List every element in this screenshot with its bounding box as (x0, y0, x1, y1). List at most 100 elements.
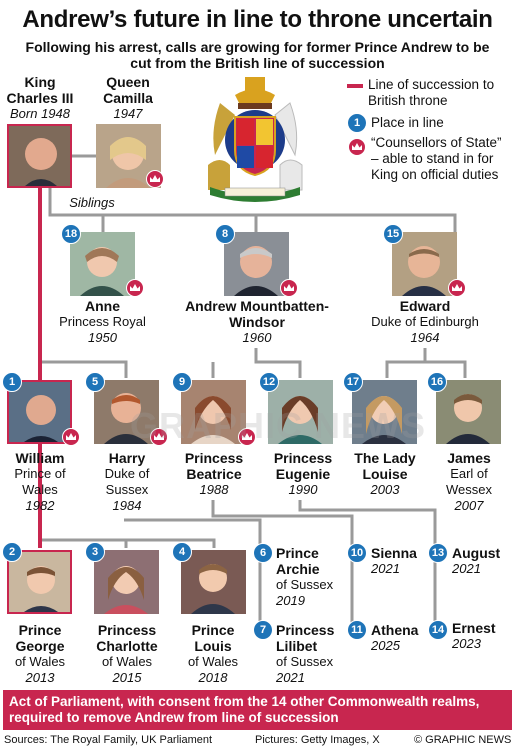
august-place-badge: 13 (428, 543, 448, 563)
charlotte-place-badge: 3 (85, 542, 105, 562)
anne-photo (70, 232, 135, 296)
legend-line: Line of succession to British throne (368, 77, 495, 108)
archie-name: Prince Archie (276, 545, 320, 577)
ernest-label: Ernest 2023 (452, 620, 512, 652)
archie-place-badge: 6 (253, 543, 273, 563)
legend-place-badge: 1 (347, 113, 367, 133)
james-photo (436, 380, 501, 444)
william-place-badge: 1 (2, 372, 22, 392)
andrew-name: Andrew Mountbatten-Windsor (185, 298, 329, 330)
eugenie-label: Princess Eugenie 1990 (262, 450, 344, 498)
royal-coat-of-arms-icon (208, 77, 303, 202)
harry-counsellor-crown-icon (150, 428, 168, 446)
beatrice-name: Princess Beatrice (184, 450, 244, 482)
louis-label: Prince Louis of Wales 2018 (172, 622, 254, 686)
louis-title: of Wales (187, 654, 239, 669)
edward-label: Edward Duke of Edinburgh 1964 (360, 298, 490, 346)
charles-children-line (40, 360, 128, 378)
eugenie-photo (268, 380, 333, 444)
charlotte-year: 2015 (112, 670, 142, 685)
william-name: William (15, 450, 65, 466)
beatrice-photo (181, 380, 246, 444)
lilibet-name: Princess Lilibet (276, 622, 335, 654)
james-place-badge: 16 (427, 372, 447, 392)
beatrice-place-badge: 9 (172, 372, 192, 392)
page-subtitle: Following his arrest, calls are growing … (25, 39, 490, 71)
anne-year: 1950 (88, 330, 117, 345)
king-born: Born 1948 (10, 106, 70, 121)
george-label: Prince George of Wales 2013 (0, 622, 80, 686)
andrew-photo (224, 232, 289, 296)
legend-crown-icon (348, 138, 366, 156)
siblings-line (48, 188, 457, 232)
james-name: James (447, 450, 491, 466)
footer-pictures: Pictures: Getty Images, X (255, 734, 380, 746)
charlotte-name: Princess Charlotte (96, 622, 158, 654)
edward-counsellor-crown-icon (448, 279, 466, 297)
august-label: August 2021 (452, 545, 512, 577)
queen-born: 1947 (113, 106, 143, 121)
archie-title: of Sussex (276, 577, 334, 592)
andrew-label: Andrew Mountbatten-Windsor 1960 (176, 298, 338, 346)
august-year: 2021 (452, 561, 481, 576)
anne-title: Princess Royal (59, 314, 146, 329)
james-title: Earl of Wessex (446, 466, 492, 497)
footer-credit: © GRAPHIC NEWS (414, 734, 512, 746)
queen-label: Queen Camilla 1947 (90, 74, 166, 122)
louis-name: Prince Louis (191, 622, 235, 654)
legend-counsellor: “Counsellors of State” – able to stand i… (371, 135, 502, 182)
athena-place-badge: 11 (347, 620, 367, 640)
edward-name: Edward (399, 298, 451, 314)
siblings-label: Siblings (69, 195, 115, 210)
page-title: Andrew’s future in line to throne uncert… (22, 6, 493, 33)
charlotte-title: of Wales (101, 654, 153, 669)
ernest-place-badge: 14 (428, 620, 448, 640)
queen-counsellor-crown-icon (146, 170, 164, 188)
beatrice-label: Princess Beatrice 1988 (172, 450, 256, 498)
louis-place-badge: 4 (172, 542, 192, 562)
george-year: 2013 (25, 670, 55, 685)
ernest-name: Ernest (452, 620, 496, 636)
footer-sources: Sources: The Royal Family, UK Parliament (4, 734, 213, 746)
king-label: King Charles III Born 1948 (0, 74, 80, 122)
andrew-counsellor-crown-icon (280, 279, 298, 297)
william-title: Prince of Wales (14, 466, 66, 497)
legend-place: Place in line (371, 115, 444, 130)
george-name: Prince George (15, 622, 65, 654)
anne-counsellor-crown-icon (126, 279, 144, 297)
charlotte-label: Princess Charlotte of Wales 2015 (84, 622, 170, 686)
sienna-year: 2021 (371, 561, 400, 576)
louis-photo (181, 550, 246, 614)
harry-place-badge: 5 (85, 372, 105, 392)
louise-year: 2003 (370, 482, 400, 497)
louise-photo (352, 380, 417, 444)
athena-year: 2025 (371, 638, 400, 653)
william-photo (7, 380, 72, 444)
edward-year: 1964 (410, 330, 440, 345)
james-year: 2007 (454, 498, 484, 513)
edward-photo (392, 232, 457, 296)
edward-title: Duke of Edinburgh (371, 314, 479, 329)
george-photo (7, 550, 72, 614)
athena-name: Athena (371, 622, 419, 638)
beatrice-counsellor-crown-icon (238, 428, 256, 446)
william-counsellor-crown-icon (62, 428, 80, 446)
andrew-year: 1960 (242, 330, 272, 345)
william-label: William Prince of Wales 1982 (0, 450, 80, 514)
james-label: James Earl of Wessex 2007 (430, 450, 508, 514)
louis-year: 2018 (198, 670, 228, 685)
edward-place-badge: 15 (383, 224, 403, 244)
lilibet-place-badge: 7 (253, 620, 273, 640)
sienna-place-badge: 10 (347, 543, 367, 563)
william-year: 1982 (25, 498, 55, 513)
king-name: King Charles III (6, 74, 74, 106)
anne-place-badge: 18 (61, 224, 81, 244)
anne-name: Anne (85, 298, 120, 314)
succession-line (38, 84, 363, 548)
august-name: August (452, 545, 501, 561)
athena-label: Athena 2025 (371, 622, 435, 654)
louise-label: The Lady Louise 2003 (344, 450, 426, 498)
king-photo (7, 124, 72, 188)
eugenie-year: 1990 (288, 482, 318, 497)
